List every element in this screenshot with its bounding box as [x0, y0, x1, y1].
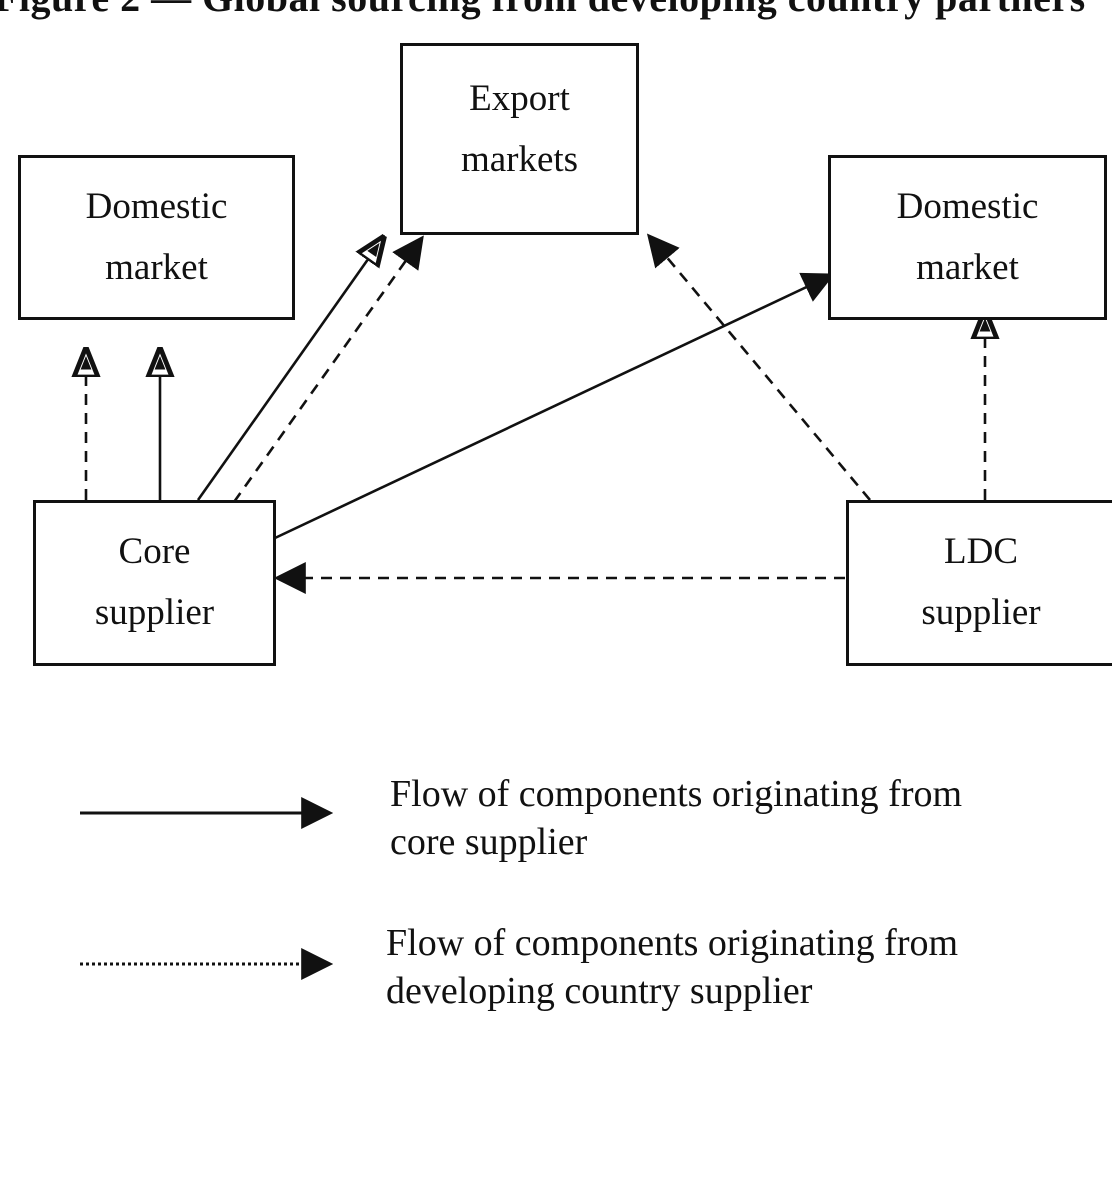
domestic-market-left-line2: market	[105, 247, 208, 288]
core-supplier-line2: supplier	[94, 592, 215, 633]
ldc-supplier-line1: LDC	[944, 531, 1018, 572]
ldc-supplier-line2: supplier	[921, 592, 1041, 633]
legend-solid-line1: Flow of components originating from	[390, 773, 963, 815]
legend-dotted-line1: Flow of components originating from	[386, 922, 959, 964]
legend-dotted-line2: developing country supplier	[386, 970, 813, 1012]
export-markets-box: Export markets	[400, 43, 639, 235]
legend-dotted-label: Flow of components originating from deve…	[386, 919, 958, 1015]
domestic-market-left-line1: Domestic	[85, 186, 228, 227]
ldc-supplier-box: LDC supplier	[846, 500, 1112, 666]
legend-solid-line2: core supplier	[390, 821, 588, 863]
domestic-market-right-box: Domestic market	[828, 155, 1107, 320]
domestic-market-right-line1: Domestic	[896, 186, 1039, 227]
export-markets-line2: markets	[460, 139, 579, 180]
arrow-ldc-to-export-dotted	[646, 233, 871, 501]
core-supplier-box: Core supplier	[33, 500, 276, 666]
arrow-core-to-export-solid	[196, 238, 383, 501]
export-markets-line1: Export	[469, 78, 570, 119]
arrow-core-to-domestic-right-solid	[274, 272, 835, 540]
core-supplier-line1: Core	[118, 531, 191, 572]
domestic-market-right-line2: market	[916, 247, 1019, 288]
figure-title: Figure 2 — Global sourcing from developi…	[0, 0, 1112, 38]
domestic-market-left-box: Domestic market	[18, 155, 295, 320]
legend-solid-label: Flow of components originating from core…	[390, 770, 962, 866]
arrow-core-to-export-dotted	[232, 235, 424, 503]
